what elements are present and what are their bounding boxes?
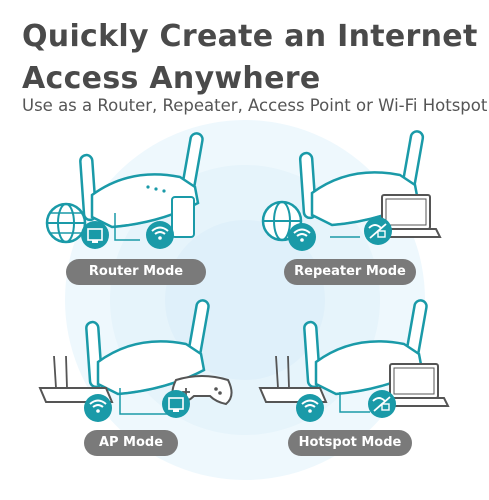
hotspot-mode-illustration bbox=[258, 299, 450, 422]
wifi-ethernet-icon bbox=[368, 390, 396, 418]
wifi-icon bbox=[288, 223, 316, 251]
wifi-icon bbox=[296, 394, 324, 422]
globe-icon bbox=[45, 202, 87, 244]
repeater-mode-illustration bbox=[261, 130, 442, 251]
wifi-icon bbox=[84, 394, 112, 422]
wifi-icon bbox=[146, 221, 174, 249]
router-mode-label: Router Mode bbox=[66, 259, 206, 285]
ethernet-icon bbox=[81, 221, 109, 249]
router-mode-illustration bbox=[45, 132, 204, 249]
page-title: Quickly Create an Internet Access Anywhe… bbox=[22, 16, 482, 100]
hotspot-mode-label: Hotspot Mode bbox=[288, 430, 412, 456]
wifi-ethernet-icon bbox=[364, 217, 392, 245]
title-line-2: Access Anywhere bbox=[22, 61, 321, 96]
page-subtitle: Use as a Router, Repeater, Access Point … bbox=[22, 96, 488, 115]
laptop-icon bbox=[378, 363, 450, 407]
laptop-icon bbox=[370, 194, 442, 238]
title-line-1: Quickly Create an Internet bbox=[22, 19, 478, 54]
repeater-mode-label: Repeater Mode bbox=[284, 259, 416, 285]
ap-mode-illustration bbox=[38, 299, 233, 422]
ethernet-icon bbox=[162, 390, 190, 418]
ap-mode-label: AP Mode bbox=[84, 430, 178, 456]
